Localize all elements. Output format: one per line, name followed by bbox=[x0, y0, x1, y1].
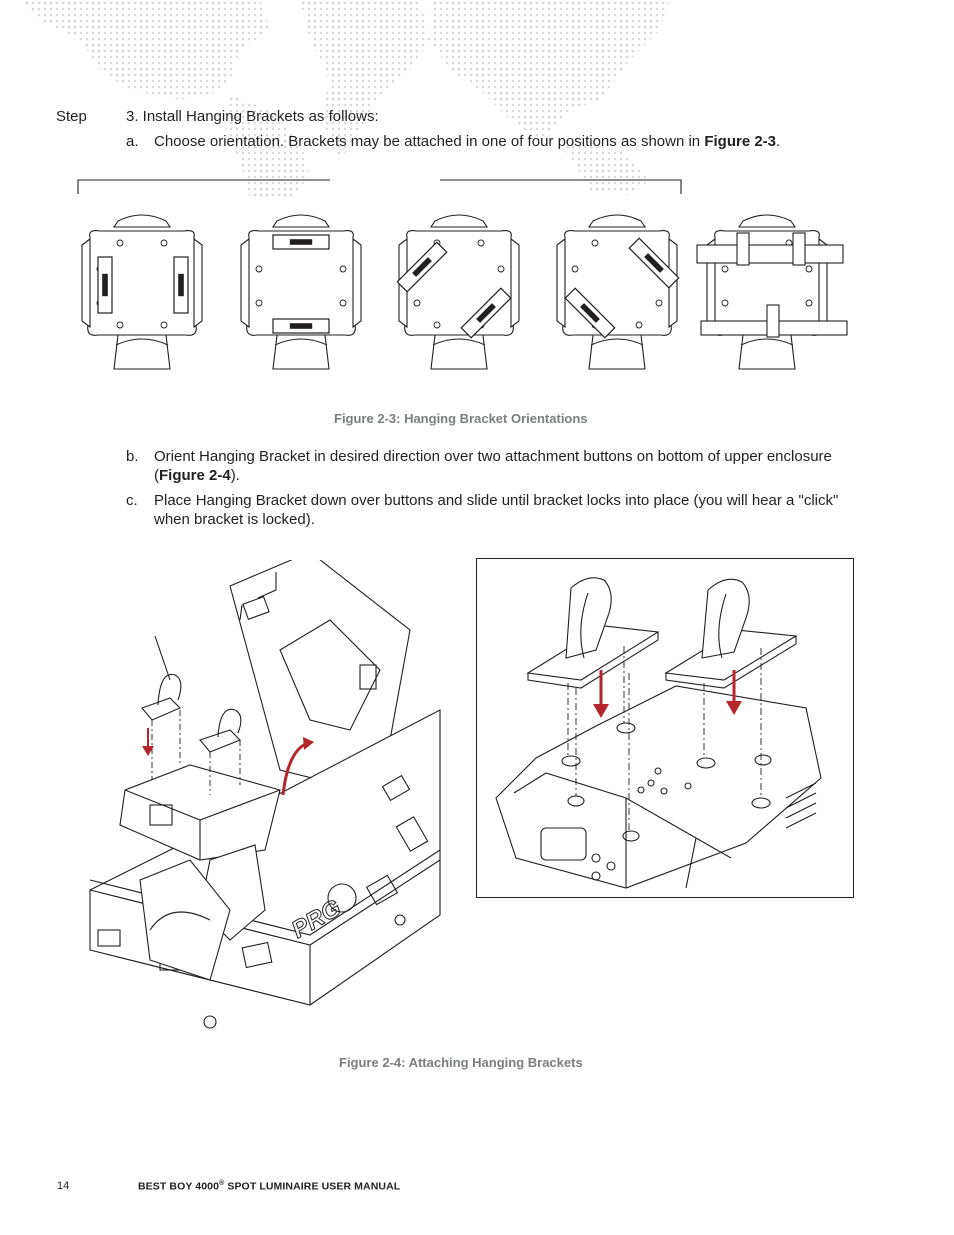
figure-2-4-detail bbox=[476, 558, 854, 898]
substep-text: Choose orientation. Brackets may be atta… bbox=[154, 133, 781, 150]
figure-2-3-drawings bbox=[81, 214, 848, 370]
figure-2-3-caption: Figure 2-3: Hanging Bracket Orientations bbox=[334, 411, 588, 426]
orientation-view-1 bbox=[81, 214, 203, 370]
page-number: 14 bbox=[57, 1180, 70, 1192]
orientation-view-4 bbox=[556, 214, 680, 370]
step-label: Step bbox=[56, 108, 87, 125]
figure-reference: Figure 2-4 bbox=[159, 467, 231, 484]
substep-letter: a. bbox=[126, 133, 139, 150]
orientation-view-3 bbox=[396, 214, 520, 370]
substep-text: Orient Hanging Bracket in desired direct… bbox=[154, 448, 832, 484]
substep-text: Place Hanging Bracket down over buttons … bbox=[154, 492, 839, 528]
orientation-view-2 bbox=[240, 214, 362, 370]
figure-2-3-orientations bbox=[77, 179, 682, 194]
figure-reference: Figure 2-3 bbox=[704, 133, 777, 150]
substep-letter: b. bbox=[126, 448, 139, 465]
world-map-dots-background bbox=[20, 0, 670, 200]
orientation-view-5 bbox=[696, 214, 848, 370]
step-instruction: 3. Install Hanging Brackets as follows: bbox=[126, 108, 379, 125]
figure-2-4-road-case: PRG bbox=[89, 560, 441, 1029]
figure-2-4-caption: Figure 2-4: Attaching Hanging Brackets bbox=[339, 1055, 583, 1070]
footer-title: BEST BOY 4000® SPOT LUMINAIRE USER MANUA… bbox=[138, 1180, 401, 1193]
substep-letter: c. bbox=[126, 492, 138, 509]
